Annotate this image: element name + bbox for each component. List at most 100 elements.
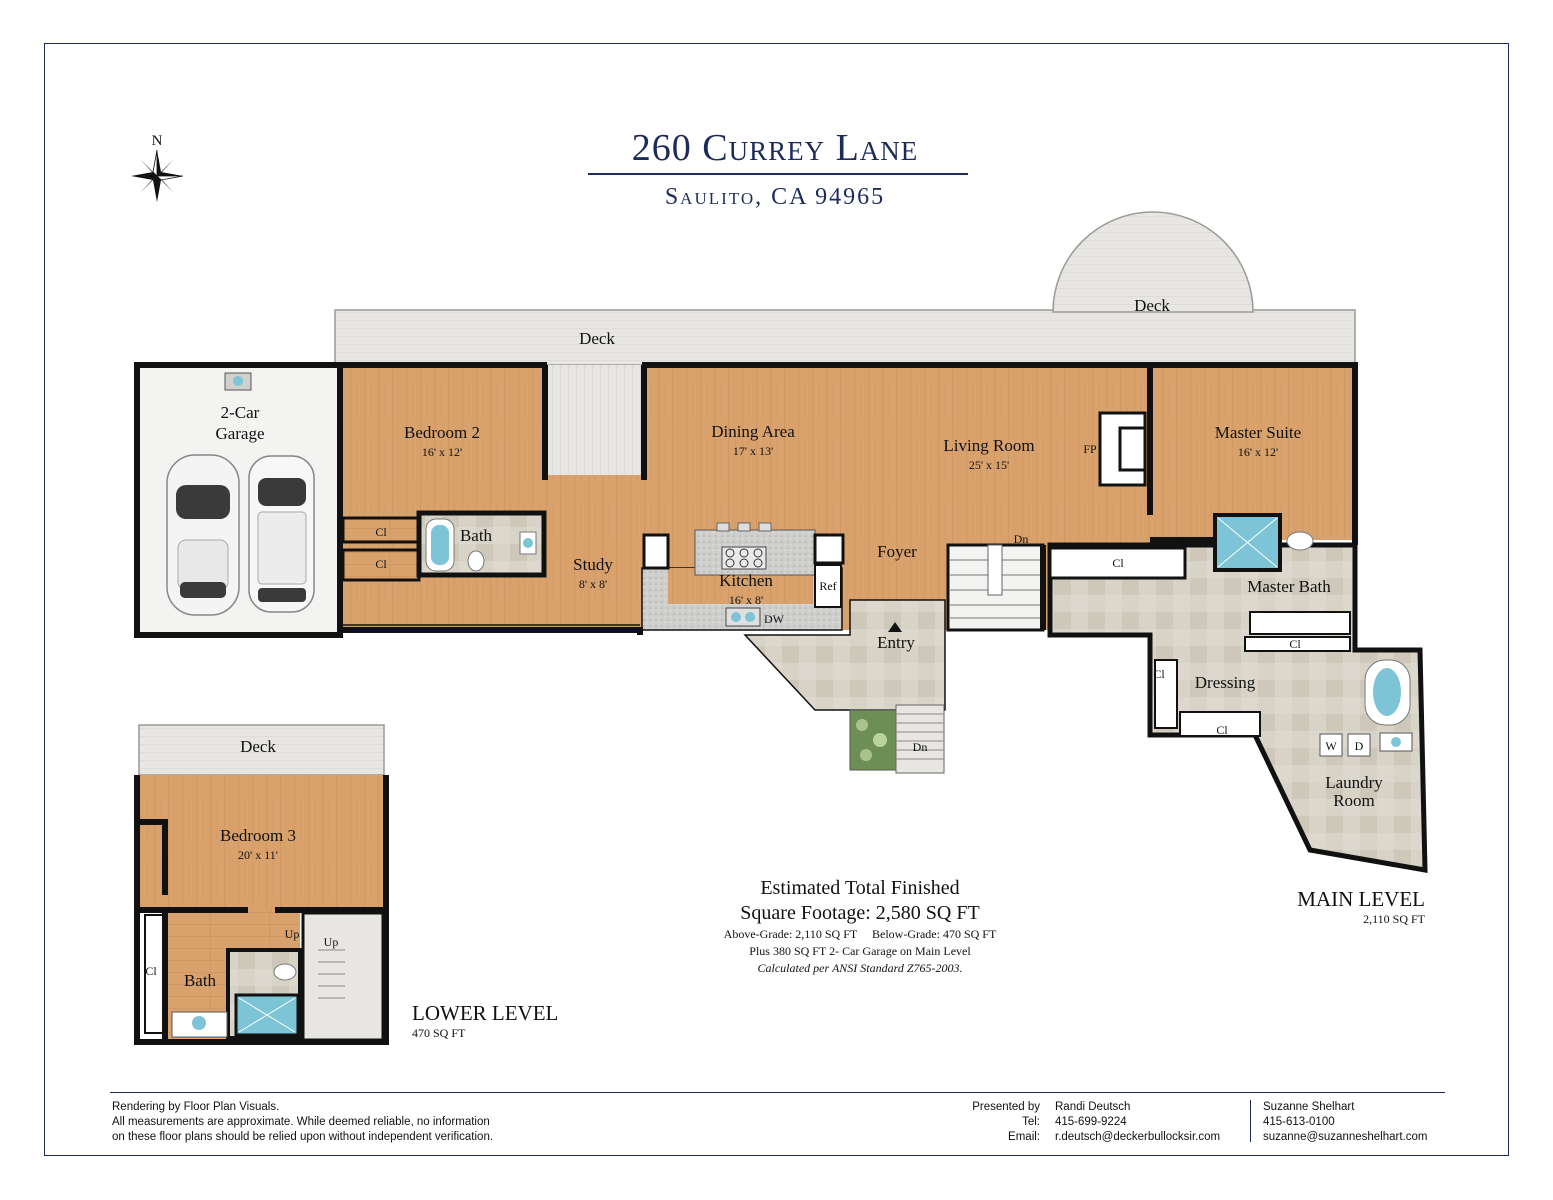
dressing-label: Dressing bbox=[1195, 673, 1256, 692]
contact-labels: Presented by Tel: Email: bbox=[950, 1100, 1040, 1145]
sqft-breakdown: Above-Grade: 2,110 SQ FT Below-Grade: 47… bbox=[723, 927, 997, 941]
garage-label: 2-Car bbox=[221, 403, 260, 422]
sqft-standard: Calculated per ANSI Standard Z765-2003. bbox=[757, 961, 963, 975]
closet-label: Cl bbox=[145, 964, 157, 978]
bedroom3-label: Bedroom 3 bbox=[220, 826, 296, 845]
agent-name: Randi Deutsch bbox=[1055, 1101, 1131, 1113]
presented-by-label: Presented by bbox=[972, 1101, 1040, 1113]
deck-main bbox=[334, 309, 1356, 366]
agent-email[interactable]: r.deutsch@deckerbullocksir.com bbox=[1055, 1131, 1221, 1143]
main-walls bbox=[337, 362, 1358, 635]
bath-label: Bath bbox=[460, 526, 493, 545]
disclaimer-line: on these floor plans should be relied up… bbox=[112, 1131, 494, 1143]
agent-phone[interactable]: 415-699-9224 bbox=[1055, 1116, 1127, 1128]
closet-label: Cl bbox=[1289, 637, 1301, 651]
agent-2: Suzanne Shelhart 415-613-0100 suzanne@su… bbox=[1263, 1100, 1427, 1145]
toilet-icon bbox=[1286, 531, 1314, 551]
agent-email[interactable]: suzanne@suzanneshelhart.com bbox=[1263, 1131, 1428, 1143]
car-right-icon bbox=[248, 455, 315, 613]
study-dimensions: 8' x 8' bbox=[579, 577, 607, 591]
deck-label: Deck bbox=[1134, 296, 1170, 315]
compass-rose-icon bbox=[131, 149, 184, 202]
bedroom3-dimensions: 20' x 11' bbox=[238, 848, 278, 862]
deck-bay bbox=[1052, 211, 1254, 313]
kitchen-label: Kitchen bbox=[719, 571, 773, 590]
tel-label: Tel: bbox=[1022, 1116, 1040, 1128]
lower-stair bbox=[301, 911, 385, 1042]
main-level-name: MAIN LEVEL bbox=[1297, 887, 1425, 911]
square-footage-summary: Estimated Total Finished Square Footage:… bbox=[690, 876, 1030, 977]
master-suite-dimensions: 16' x 12' bbox=[1238, 445, 1278, 459]
lower-level-sqft: 470 SQ FT bbox=[412, 1026, 466, 1040]
closet-label: Cl bbox=[375, 525, 387, 539]
toilet-icon bbox=[467, 550, 485, 572]
master-bath-label: Master Bath bbox=[1247, 577, 1331, 596]
washer-icon bbox=[1319, 733, 1343, 757]
stool-icon bbox=[758, 522, 772, 532]
laundry-room-label: Room bbox=[1333, 791, 1375, 810]
stool-icon bbox=[737, 522, 751, 532]
disclaimer-line: Rendering by Floor Plan Visuals. bbox=[112, 1101, 280, 1113]
entry-arrow-icon bbox=[888, 622, 902, 632]
email-label: Email: bbox=[1008, 1131, 1040, 1143]
garage-label: Garage bbox=[215, 424, 264, 443]
closet-label: Cl bbox=[375, 557, 387, 571]
study-label: Study bbox=[573, 555, 613, 574]
refrigerator-label: Ref bbox=[819, 579, 836, 593]
master-closet bbox=[1048, 546, 1187, 580]
dishwasher-label: DW bbox=[764, 612, 785, 626]
main-level-sqft: 2,110 SQ FT bbox=[1363, 912, 1425, 926]
north-label: N bbox=[152, 133, 163, 149]
laundry-room-label: Laundry bbox=[1325, 773, 1383, 792]
disclaimer: Rendering by Floor Plan Visuals. All mea… bbox=[112, 1100, 493, 1145]
disclaimer-line: All measurements are approximate. While … bbox=[112, 1116, 490, 1128]
fireplace-label: FP bbox=[1083, 442, 1097, 456]
sqft-total: Square Footage: 2,580 SQ FT bbox=[740, 902, 980, 924]
stair-up-label: Up bbox=[324, 935, 339, 949]
refrigerator bbox=[814, 564, 842, 608]
stair-down-label: Dn bbox=[1014, 532, 1029, 546]
property-address: 260 Currey Lane bbox=[631, 127, 919, 169]
lower-level-caption: LOWER LEVEL 470 SQ FT bbox=[412, 1001, 558, 1041]
cooktop-icon bbox=[721, 546, 767, 570]
deck-lower bbox=[138, 724, 385, 776]
deck-label: Deck bbox=[579, 329, 615, 348]
sqft-garage: Plus 380 SQ FT 2- Car Garage on Main Lev… bbox=[749, 944, 971, 958]
sqft-heading: Estimated Total Finished bbox=[760, 877, 960, 899]
main-level-caption: MAIN LEVEL 2,110 SQ FT bbox=[1250, 887, 1425, 927]
vanity bbox=[1249, 611, 1351, 635]
living-room-label: Living Room bbox=[943, 436, 1034, 455]
title-underline bbox=[588, 173, 968, 175]
dryer-label: D bbox=[1355, 739, 1364, 753]
toilet-icon bbox=[273, 963, 297, 981]
entry-stair-down-label: Dn bbox=[913, 740, 928, 754]
dryer-icon bbox=[1347, 733, 1371, 757]
washer-label: W bbox=[1325, 739, 1337, 753]
foyer-label: Foyer bbox=[877, 542, 917, 561]
bedroom3-floor bbox=[139, 775, 384, 910]
closet-label: Cl bbox=[1112, 556, 1124, 570]
kitchen-dimensions: 16' x 8' bbox=[729, 593, 763, 607]
agent-phone[interactable]: 415-613-0100 bbox=[1263, 1116, 1335, 1128]
dining-area-dimensions: 17' x 13' bbox=[733, 444, 773, 458]
page-frame bbox=[44, 43, 1509, 1156]
master-suite-floor bbox=[1150, 365, 1355, 540]
living-room-dimensions: 25' x 15' bbox=[969, 458, 1009, 472]
lower-bath-label: Bath bbox=[184, 971, 217, 990]
car-left-icon bbox=[166, 454, 240, 616]
stool-icon bbox=[716, 522, 730, 532]
footer: Rendering by Floor Plan Visuals. All mea… bbox=[110, 1092, 1445, 1143]
bedroom2-dimensions: 16' x 12' bbox=[422, 445, 462, 459]
master-suite-label: Master Suite bbox=[1215, 423, 1301, 442]
footer-divider bbox=[1250, 1100, 1251, 1142]
lower-level-name: LOWER LEVEL bbox=[412, 1001, 559, 1025]
stair-up-label: Up bbox=[285, 927, 300, 941]
entry-label: Entry bbox=[877, 633, 915, 652]
agent-1: Randi Deutsch 415-699-9224 r.deutsch@dec… bbox=[1055, 1100, 1220, 1145]
entry-stair bbox=[895, 704, 945, 774]
property-city: Saulito, CA 94965 bbox=[664, 184, 886, 210]
lower-walls bbox=[134, 775, 389, 1045]
lower-deck-label: Deck bbox=[240, 737, 276, 756]
